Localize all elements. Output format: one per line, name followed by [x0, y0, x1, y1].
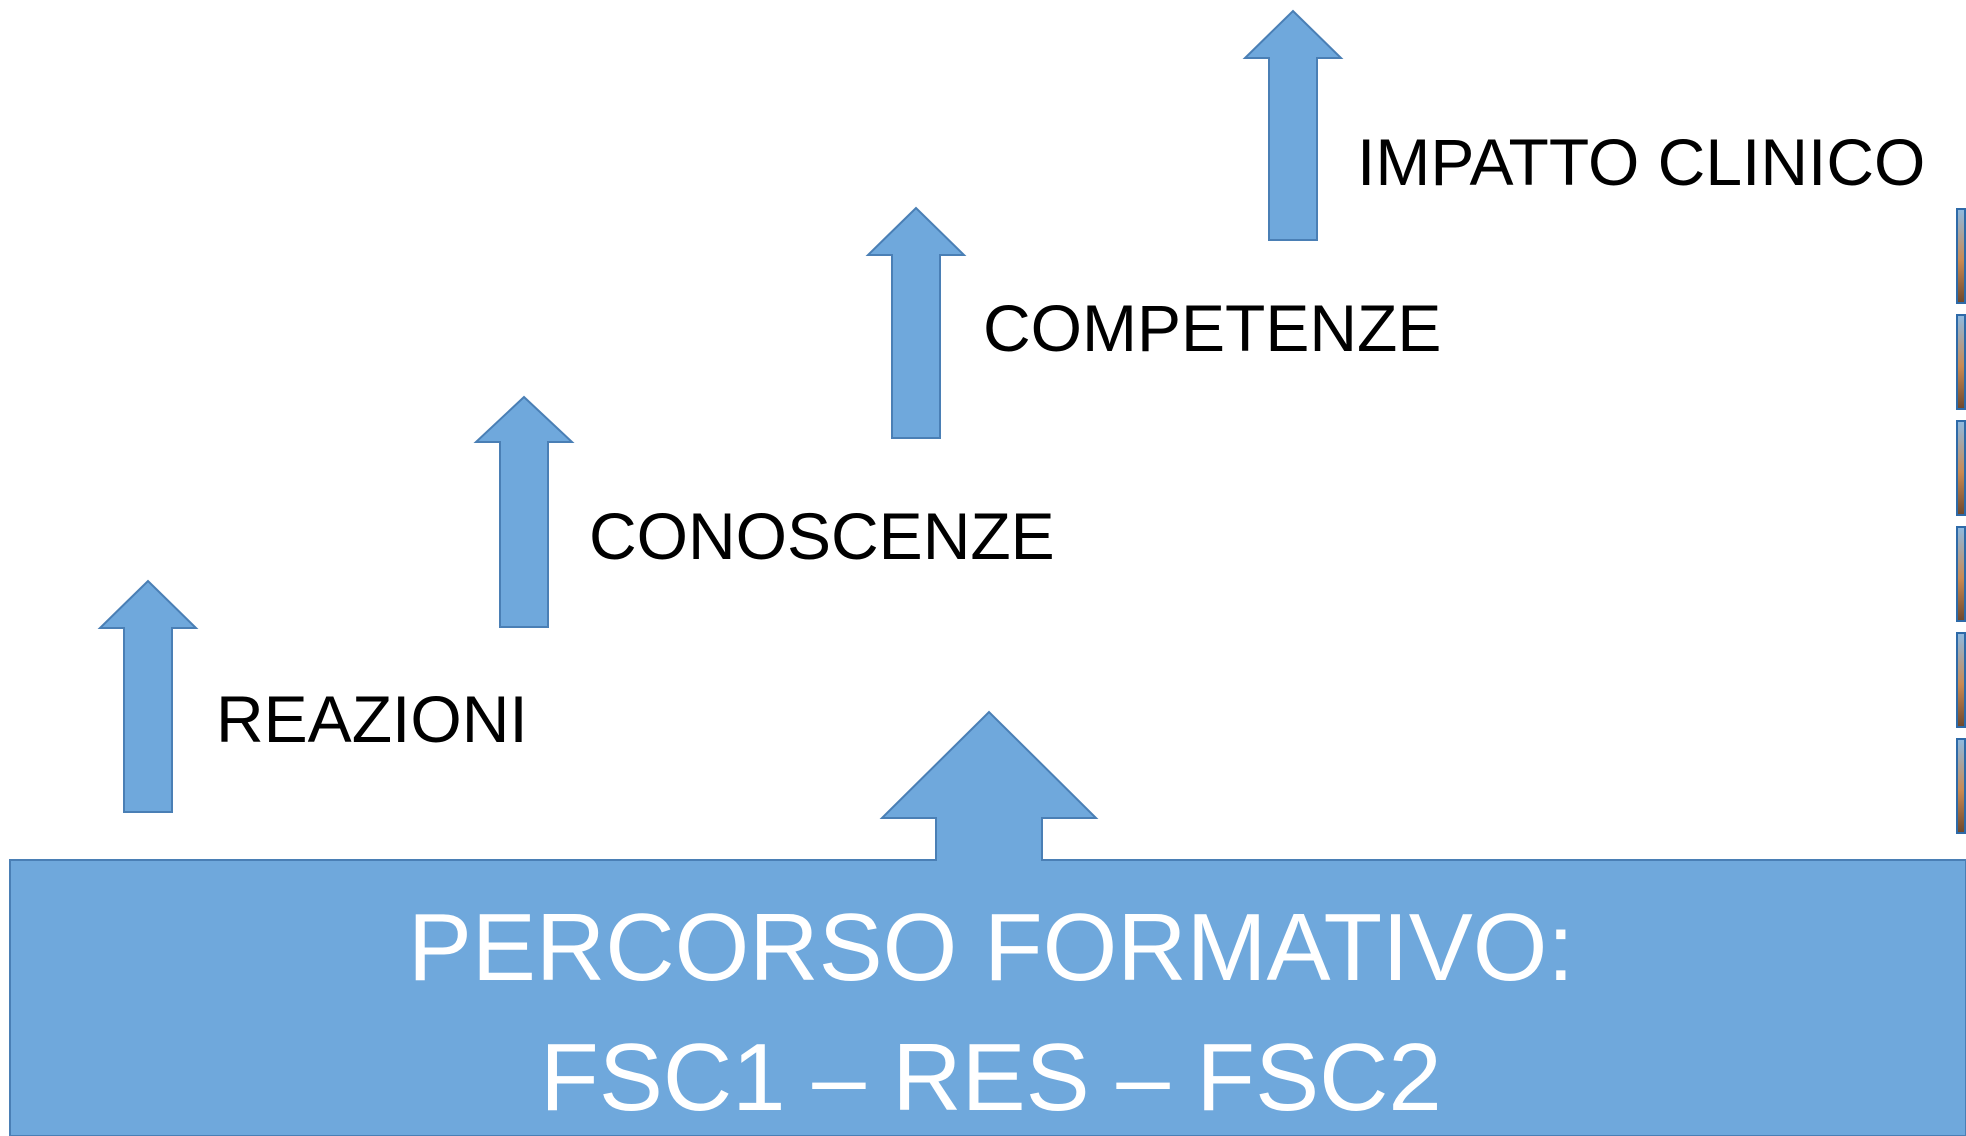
slide-thumbnail-icon[interactable]: [1956, 208, 1966, 304]
base-title-line2: FSC1 – RES – FSC2: [540, 1024, 1442, 1131]
slide-thumbnail-icon[interactable]: [1956, 420, 1966, 516]
up-arrow-icon-impatto-clinico: [1242, 9, 1344, 241]
slide-thumbnail-icon[interactable]: [1956, 632, 1966, 728]
step-label-impatto-clinico: IMPATTO CLINICO: [1357, 125, 1926, 199]
slide-thumbnail-icon[interactable]: [1956, 314, 1966, 410]
base-title-line1: PERCORSO FORMATIVO:: [407, 894, 1575, 1001]
step-label-competenze: COMPETENZE: [983, 291, 1442, 365]
up-arrow-icon-conoscenze: [473, 395, 575, 628]
up-arrow-icon-competenze: [865, 206, 967, 439]
up-arrow-icon-reazioni: [97, 579, 199, 813]
base-block: [9, 710, 1966, 1136]
step-label-conoscenze: CONOSCENZE: [589, 499, 1055, 573]
slide-thumbnail-icon[interactable]: [1956, 526, 1966, 622]
step-label-reazioni: REAZIONI: [216, 682, 528, 756]
slide-thumbnail-icon[interactable]: [1956, 738, 1966, 834]
